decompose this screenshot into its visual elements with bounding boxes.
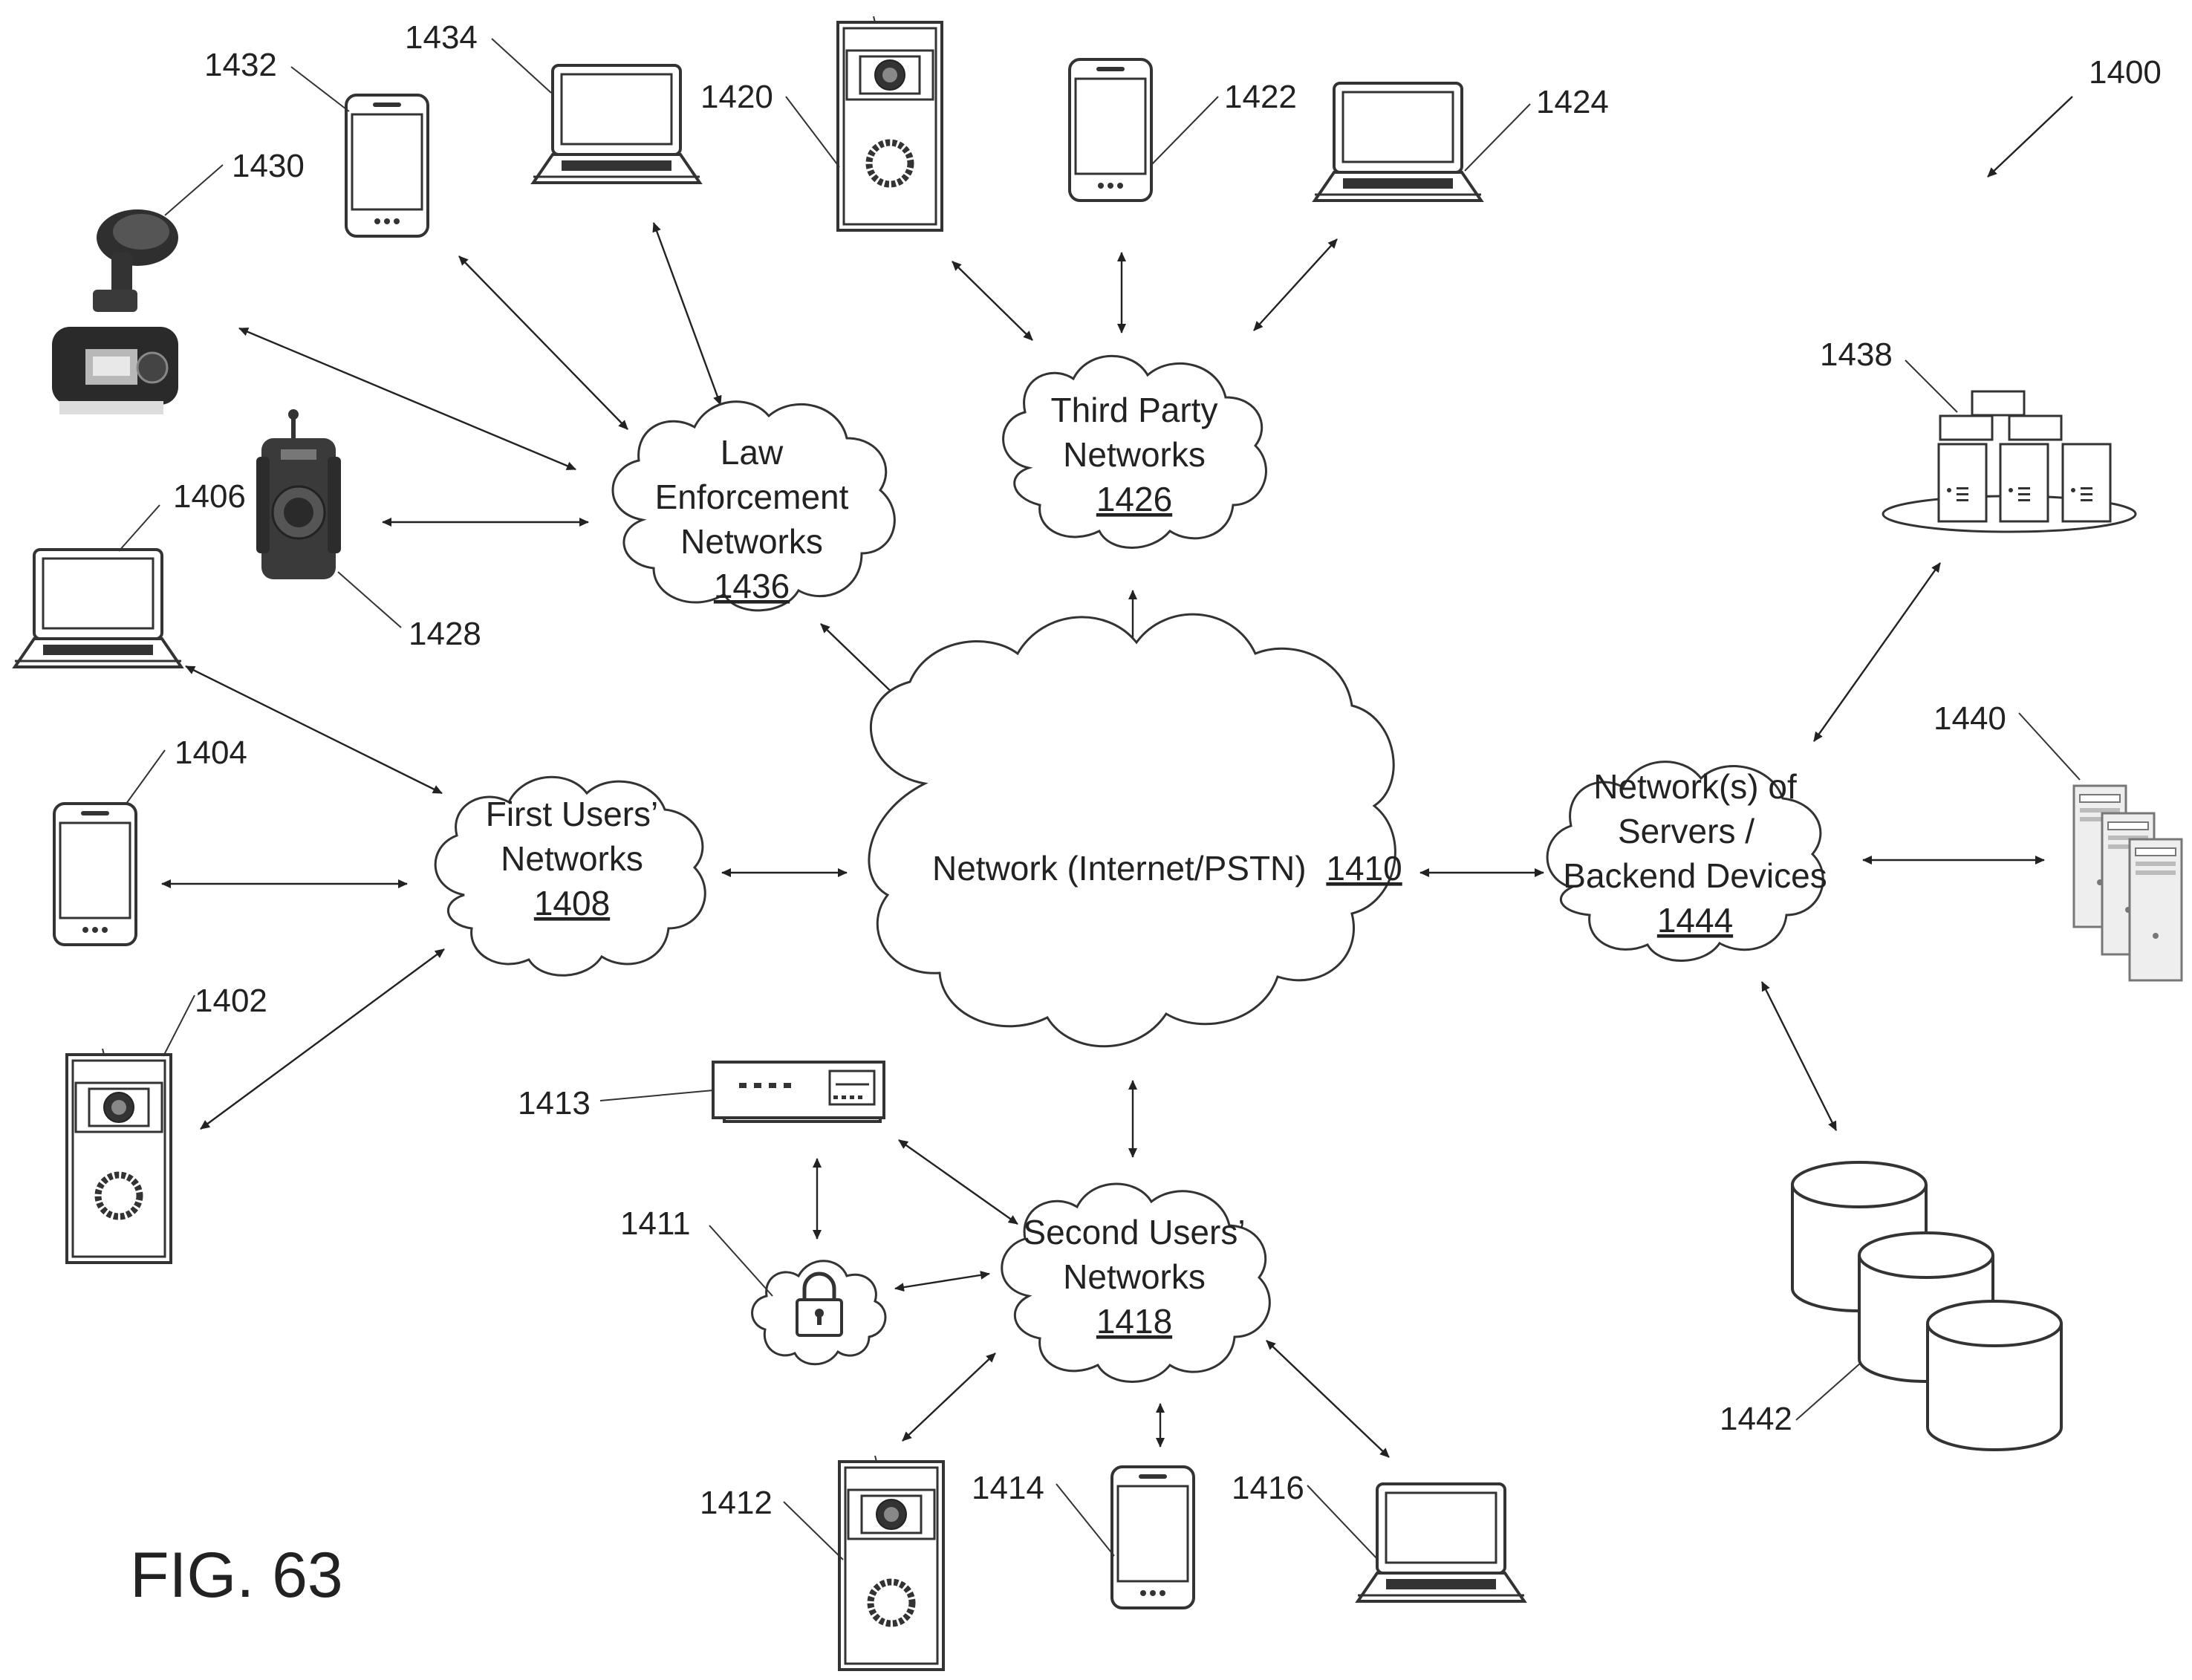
cloud-first-users-1408: First Users’ Networks 1408 — [435, 777, 705, 975]
third-party-line2: Networks — [1063, 435, 1206, 474]
edge-1444-1442 — [1762, 982, 1836, 1130]
third-party-ref: 1426 — [1096, 480, 1172, 518]
doorbell-1420-icon — [838, 16, 942, 230]
ref-1420: 1420 — [700, 79, 773, 115]
servers-ref: 1444 — [1657, 901, 1733, 940]
cloud-network-1410: Network (Internet/PSTN) 1410 — [869, 614, 1402, 1046]
cloud-second-users-1418: Second Users’ Networks 1418 — [1002, 1184, 1270, 1381]
phone-1432-icon — [346, 95, 428, 236]
edge-1416-1418 — [1266, 1341, 1389, 1457]
ref-1404: 1404 — [175, 735, 247, 771]
system-1400-pointer — [1988, 97, 2072, 177]
edge-1444-1438 — [1814, 563, 1940, 741]
phone-1414-icon — [1112, 1467, 1194, 1608]
doorbell-1402-icon — [67, 1049, 171, 1263]
ref-1428: 1428 — [409, 616, 481, 652]
second-users-line2: Networks — [1063, 1257, 1206, 1296]
edge-1413-1418 — [899, 1140, 1018, 1224]
figure-label: FIG. 63 — [130, 1540, 343, 1611]
first-users-ref: 1408 — [534, 884, 610, 922]
law-line2: Enforcement — [655, 478, 849, 516]
laptop-1416-icon — [1358, 1484, 1524, 1601]
ref-1440: 1440 — [1934, 700, 2006, 737]
laptop-1434-icon — [533, 65, 700, 183]
ref-1412: 1412 — [700, 1485, 773, 1521]
ref-1416: 1416 — [1232, 1470, 1304, 1506]
svg-text:Network (Internet/PSTN): Network (Internet/PSTN) 1410 — [932, 849, 1402, 888]
server-cluster-1438-icon — [1883, 391, 2136, 532]
doorbell-1412-icon — [839, 1456, 943, 1670]
network-label: Network (Internet/PSTN) — [932, 849, 1307, 888]
ref-1424: 1424 — [1536, 84, 1609, 120]
law-line1: Law — [721, 433, 784, 472]
third-party-line1: Third Party — [1051, 391, 1218, 429]
network-ref: 1410 — [1326, 849, 1402, 888]
edge-1402-1408 — [201, 949, 444, 1129]
laptop-1406-icon — [15, 550, 181, 667]
bodycam-1428-icon — [256, 409, 341, 579]
ref-1422: 1422 — [1224, 79, 1297, 115]
rack-servers-1440-icon — [2074, 786, 2182, 980]
cloud-servers-1444: Network(s) of Servers / Backend Devices … — [1547, 762, 1827, 961]
ref-1438: 1438 — [1820, 336, 1893, 373]
law-ref: 1436 — [714, 567, 790, 605]
first-users-line1: First Users’ — [486, 795, 659, 833]
hub-1413-icon — [713, 1062, 884, 1121]
ref-1434: 1434 — [405, 19, 478, 56]
edge-1420-1426 — [952, 261, 1032, 340]
cloud-third-party-1426: Third Party Networks 1426 — [1004, 356, 1266, 547]
first-users-line2: Networks — [501, 839, 643, 878]
lock-cloud-1411 — [752, 1261, 885, 1364]
ref-1414: 1414 — [972, 1470, 1044, 1506]
law-line3: Networks — [680, 522, 823, 561]
laptop-1424-icon — [1315, 83, 1481, 201]
edge-1424-1426 — [1254, 239, 1337, 331]
databases-1442-icon — [1792, 1162, 2061, 1450]
ref-1406: 1406 — [173, 478, 246, 515]
ref-1413: 1413 — [518, 1085, 591, 1121]
edge-1434-1436 — [654, 223, 721, 405]
cloud-law-enforcement-1436: Law Enforcement Networks 1436 — [613, 402, 894, 611]
ref-1442: 1442 — [1720, 1401, 1792, 1437]
servers-line3: Backend Devices — [1563, 856, 1827, 895]
ref-1432: 1432 — [204, 47, 277, 83]
dashcam-1430-icon — [52, 209, 178, 414]
phone-1404-icon — [54, 804, 136, 945]
ref-1402: 1402 — [195, 983, 267, 1019]
edge-1406-1408 — [186, 666, 442, 793]
servers-line1: Network(s) of — [1593, 767, 1797, 806]
ref-1400: 1400 — [2089, 54, 2162, 91]
second-users-ref: 1418 — [1096, 1302, 1172, 1341]
ref-1430: 1430 — [232, 148, 305, 184]
edge-1432-1436 — [459, 256, 628, 429]
second-users-line1: Second Users’ — [1023, 1213, 1245, 1251]
phone-1422-icon — [1070, 59, 1151, 201]
edge-1411-1418 — [895, 1274, 989, 1289]
servers-line2: Servers / — [1618, 812, 1754, 850]
ref-1411: 1411 — [620, 1205, 691, 1242]
edge-1412-1418 — [903, 1353, 995, 1441]
